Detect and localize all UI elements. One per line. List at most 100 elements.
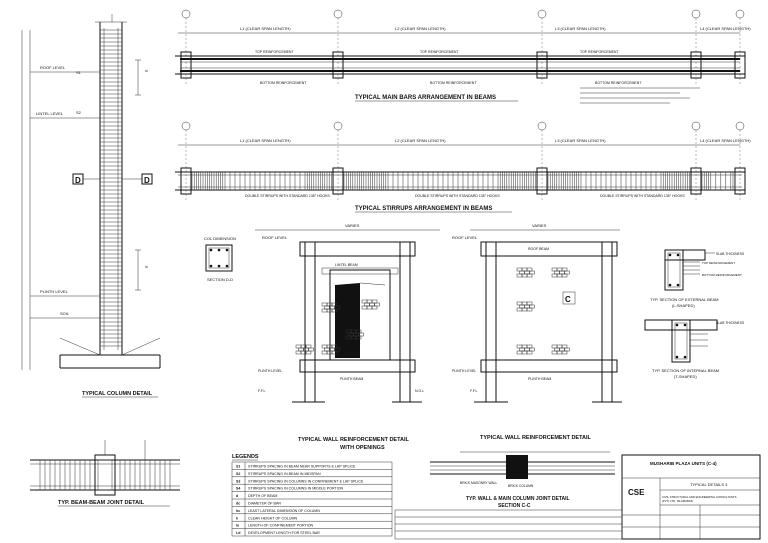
brick xyxy=(355,335,362,340)
s3-label-2: S2 xyxy=(76,110,82,115)
brick xyxy=(361,299,368,304)
grid-bubble xyxy=(691,9,701,19)
wall-column-title-2: SECTION C-C xyxy=(498,503,531,509)
brick-wall-label: BRICK MASONRY WALL xyxy=(460,481,497,485)
s3-label-1: S1 xyxy=(76,70,82,75)
legend-code: h xyxy=(236,516,238,520)
brick xyxy=(551,273,558,278)
brick xyxy=(526,307,533,312)
stir-l4-label: L4 (CLEAR SPAN LENGTH) xyxy=(700,138,751,143)
brick xyxy=(521,350,528,355)
brick xyxy=(561,273,568,278)
external-beam-title-2: (L-SHAPED) xyxy=(672,303,695,308)
support-column xyxy=(734,51,746,79)
brick xyxy=(526,273,533,278)
top-reinf-label-2: TOP REINFORCEMENT xyxy=(420,50,459,54)
roof-level-wall-1: ROOF LEVEL xyxy=(262,235,288,240)
bottom-reinf-label-3: BOTTOM REINFORCEMENT xyxy=(595,81,642,85)
internal-beam-title-2: (T-SHAPED) xyxy=(674,374,697,379)
support-column xyxy=(180,167,192,195)
brick xyxy=(551,344,558,349)
brick xyxy=(516,350,523,355)
brick xyxy=(321,308,328,313)
brick xyxy=(524,304,530,309)
grid-bubble xyxy=(333,9,343,19)
roof-level-wall-2: ROOF LEVEL xyxy=(452,235,478,240)
section-d-title: SECTION D-D xyxy=(207,277,233,282)
col-dimension-label: COL DIMENSION xyxy=(204,236,236,241)
support-column xyxy=(332,51,344,79)
legend-code: S3 xyxy=(236,479,240,483)
legend-code: d xyxy=(236,494,238,498)
drawing-name: TYPICAL DETAILS 3 xyxy=(690,482,728,487)
brick xyxy=(295,350,302,355)
stirrups-diagram: L1 (CLEAR SPAN LENGTH) L2 (CLEAR SPAN LE… xyxy=(175,121,751,213)
legend-text: DEVELOPMENT LENGTH FOR STEEL BAR xyxy=(248,531,320,535)
brick xyxy=(559,270,565,275)
support-column xyxy=(690,167,702,195)
wall-column-joint: BRICK MASONRY WALL BRICK COLUMN TYP. WAL… xyxy=(430,451,615,509)
support-column xyxy=(690,51,702,79)
legend-text: CLEAR HEIGHT OF COLUMN xyxy=(248,516,297,520)
stir-l3-label: L3 (CLEAR SPAN LENGTH) xyxy=(555,138,606,143)
legend-text: LENGTH OF CONFINEMENT PORTION xyxy=(248,524,314,528)
legend-code: hc xyxy=(236,509,240,513)
section-c-marker: C xyxy=(565,295,571,304)
legends-title: LEGENDS xyxy=(232,454,259,460)
brick xyxy=(374,302,380,307)
brick xyxy=(561,350,568,355)
support-column xyxy=(180,51,192,79)
brick xyxy=(371,305,378,310)
wall-column-title-1: TYP. WALL & MAIN COLUMN JOINT DETAIL xyxy=(466,496,570,502)
brick xyxy=(526,301,533,306)
brick xyxy=(324,347,330,352)
plinth-level-label: PLINTH LEVEL xyxy=(40,289,69,294)
brick xyxy=(305,344,312,349)
external-beam-section: SLAB THICKNESS TOP REINFORCEMENT BOTTOM … xyxy=(650,249,745,308)
legend-code: lo xyxy=(236,524,240,528)
legend-text: STIRRUPS SPACING IN COLUMNS IN MIDDLE PO… xyxy=(248,487,344,491)
double-stirrups-label-2: DOUBLE STIRRUPS WITH STANDARD 135° HOOKS xyxy=(415,194,500,198)
lintel-beam-label: LINTEL BEAM xyxy=(335,263,358,267)
support-column xyxy=(536,51,548,79)
stir-l2-label: L2 (CLEAR SPAN LENGTH) xyxy=(395,138,446,143)
ext-bottom-reinf: BOTTOM REINFORCEMENT xyxy=(702,273,742,277)
brick xyxy=(361,305,368,310)
brick xyxy=(561,267,568,272)
brick xyxy=(305,350,312,355)
main-l1-label: L1 (CLEAR SPAN LENGTH) xyxy=(240,26,291,31)
brick xyxy=(519,304,525,309)
brick xyxy=(556,267,563,272)
top-reinf-label-3: TOP REINFORCEMENT xyxy=(580,50,619,54)
brick xyxy=(519,270,525,275)
brick xyxy=(521,267,528,272)
slab-thickness-label-2: SLAB THICKNESS xyxy=(716,321,745,325)
grid-bubble xyxy=(537,9,547,19)
brick xyxy=(516,307,523,312)
brick xyxy=(526,344,533,349)
brick xyxy=(559,347,565,352)
brick xyxy=(551,267,558,272)
stirrups-title: TYPICAL STIRRUPS ARRANGEMENT IN BEAMS xyxy=(355,206,492,212)
brick xyxy=(529,270,535,275)
legend-text: STIRRUPS SPACING IN COLUMNS IN CONFINEME… xyxy=(248,479,364,483)
main-bars-title: TYPICAL MAIN BARS ARRANGEMENT IN BEAMS xyxy=(355,95,496,101)
brick xyxy=(366,305,373,310)
legend-text: STIRRUPS SPACING IN BEAM IN MIDSPAN xyxy=(248,472,321,476)
brick xyxy=(308,347,314,352)
brick xyxy=(529,347,535,352)
brick xyxy=(516,301,523,306)
brick xyxy=(516,344,523,349)
brick xyxy=(521,307,528,312)
plinth-beam-label-1: PLINTH BEAM xyxy=(340,377,363,381)
grid-bubble xyxy=(333,121,343,131)
brick xyxy=(516,273,523,278)
svg-text:lo: lo xyxy=(145,69,148,73)
legend-code: S1 xyxy=(236,465,240,469)
brick xyxy=(524,270,530,275)
brick xyxy=(521,273,528,278)
brick xyxy=(519,347,525,352)
stir-l1-label: L1 (CLEAR SPAN LENGTH) xyxy=(240,138,291,143)
grid-bubble xyxy=(181,9,191,19)
brick xyxy=(556,344,563,349)
